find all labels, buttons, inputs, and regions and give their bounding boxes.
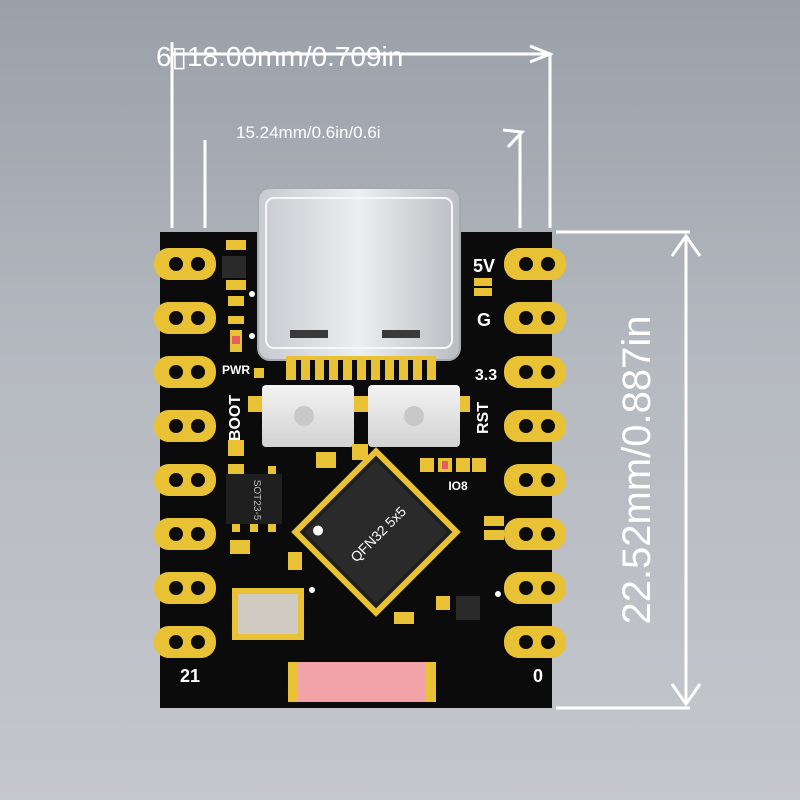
label-3v3: 3.3 (475, 367, 497, 384)
dimension-lines (170, 42, 702, 710)
ceramic-antenna (288, 662, 436, 702)
regulator-label: SOT23-5 (251, 480, 262, 521)
smd-components (222, 240, 504, 624)
pitch-dimension-label: 15.24mm/0.6in/0.6i (236, 123, 381, 142)
label-boot: BOOT (227, 395, 244, 441)
label-pin-21: 21 (180, 666, 200, 686)
width-dimension-label: 6▯18.00mm/0.709in (156, 41, 403, 72)
height-dimension-label: 22.52mm/0.887in (615, 315, 659, 624)
regulator-ic (226, 466, 282, 532)
label-5v: 5V (473, 256, 495, 276)
usb-c-connector (257, 187, 461, 380)
label-g: G (477, 310, 491, 330)
crystal (232, 588, 304, 640)
label-rst: RST (475, 402, 492, 434)
label-pwr: PWR (222, 363, 250, 377)
boot-button (248, 385, 358, 447)
label-io8: IO8 (448, 479, 468, 493)
right-pin-row (504, 248, 566, 658)
label-pin-0: 0 (533, 666, 543, 686)
left-pin-row (154, 248, 216, 658)
rst-button (356, 385, 470, 447)
